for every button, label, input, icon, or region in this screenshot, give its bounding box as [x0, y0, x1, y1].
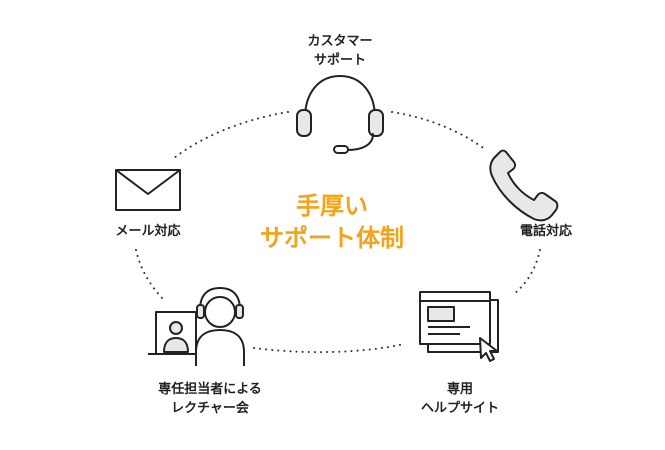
connector-phone-helpsite — [513, 249, 541, 295]
customer-support-line2: サポート — [313, 53, 366, 68]
phone-label: 電話対応 — [519, 224, 572, 239]
customer-support-label: カスタマー サポート — [280, 32, 400, 70]
connector-mail-lecture — [135, 249, 165, 301]
lecture-label: 専任担当者による レクチャー会 — [130, 380, 290, 418]
dotted-connectors — [135, 111, 541, 354]
help-site-line1: 専用 — [446, 382, 473, 397]
center-heading: 手厚い サポート体制 — [232, 190, 432, 254]
customer-support-line1: カスタマー — [307, 34, 373, 49]
video-call-icon — [148, 287, 245, 366]
lecture-line1: 専任担当者による — [158, 382, 262, 397]
connector-headset-mail — [173, 111, 289, 159]
lecture-line2: レクチャー会 — [171, 401, 249, 416]
connector-headset-phone — [391, 111, 487, 151]
headset-icon — [296, 75, 384, 154]
help-site-label: 専用 ヘルプサイト — [400, 380, 520, 418]
connector-lecture-helpsite — [253, 343, 405, 354]
mail-label: メール対応 — [115, 224, 181, 239]
browser-cursor-icon — [419, 291, 499, 362]
mail-icon — [115, 169, 181, 211]
phone-icon — [489, 149, 559, 222]
center-line1: 手厚い — [296, 192, 368, 220]
help-site-line2: ヘルプサイト — [420, 401, 499, 416]
center-line2: サポート体制 — [260, 224, 404, 252]
